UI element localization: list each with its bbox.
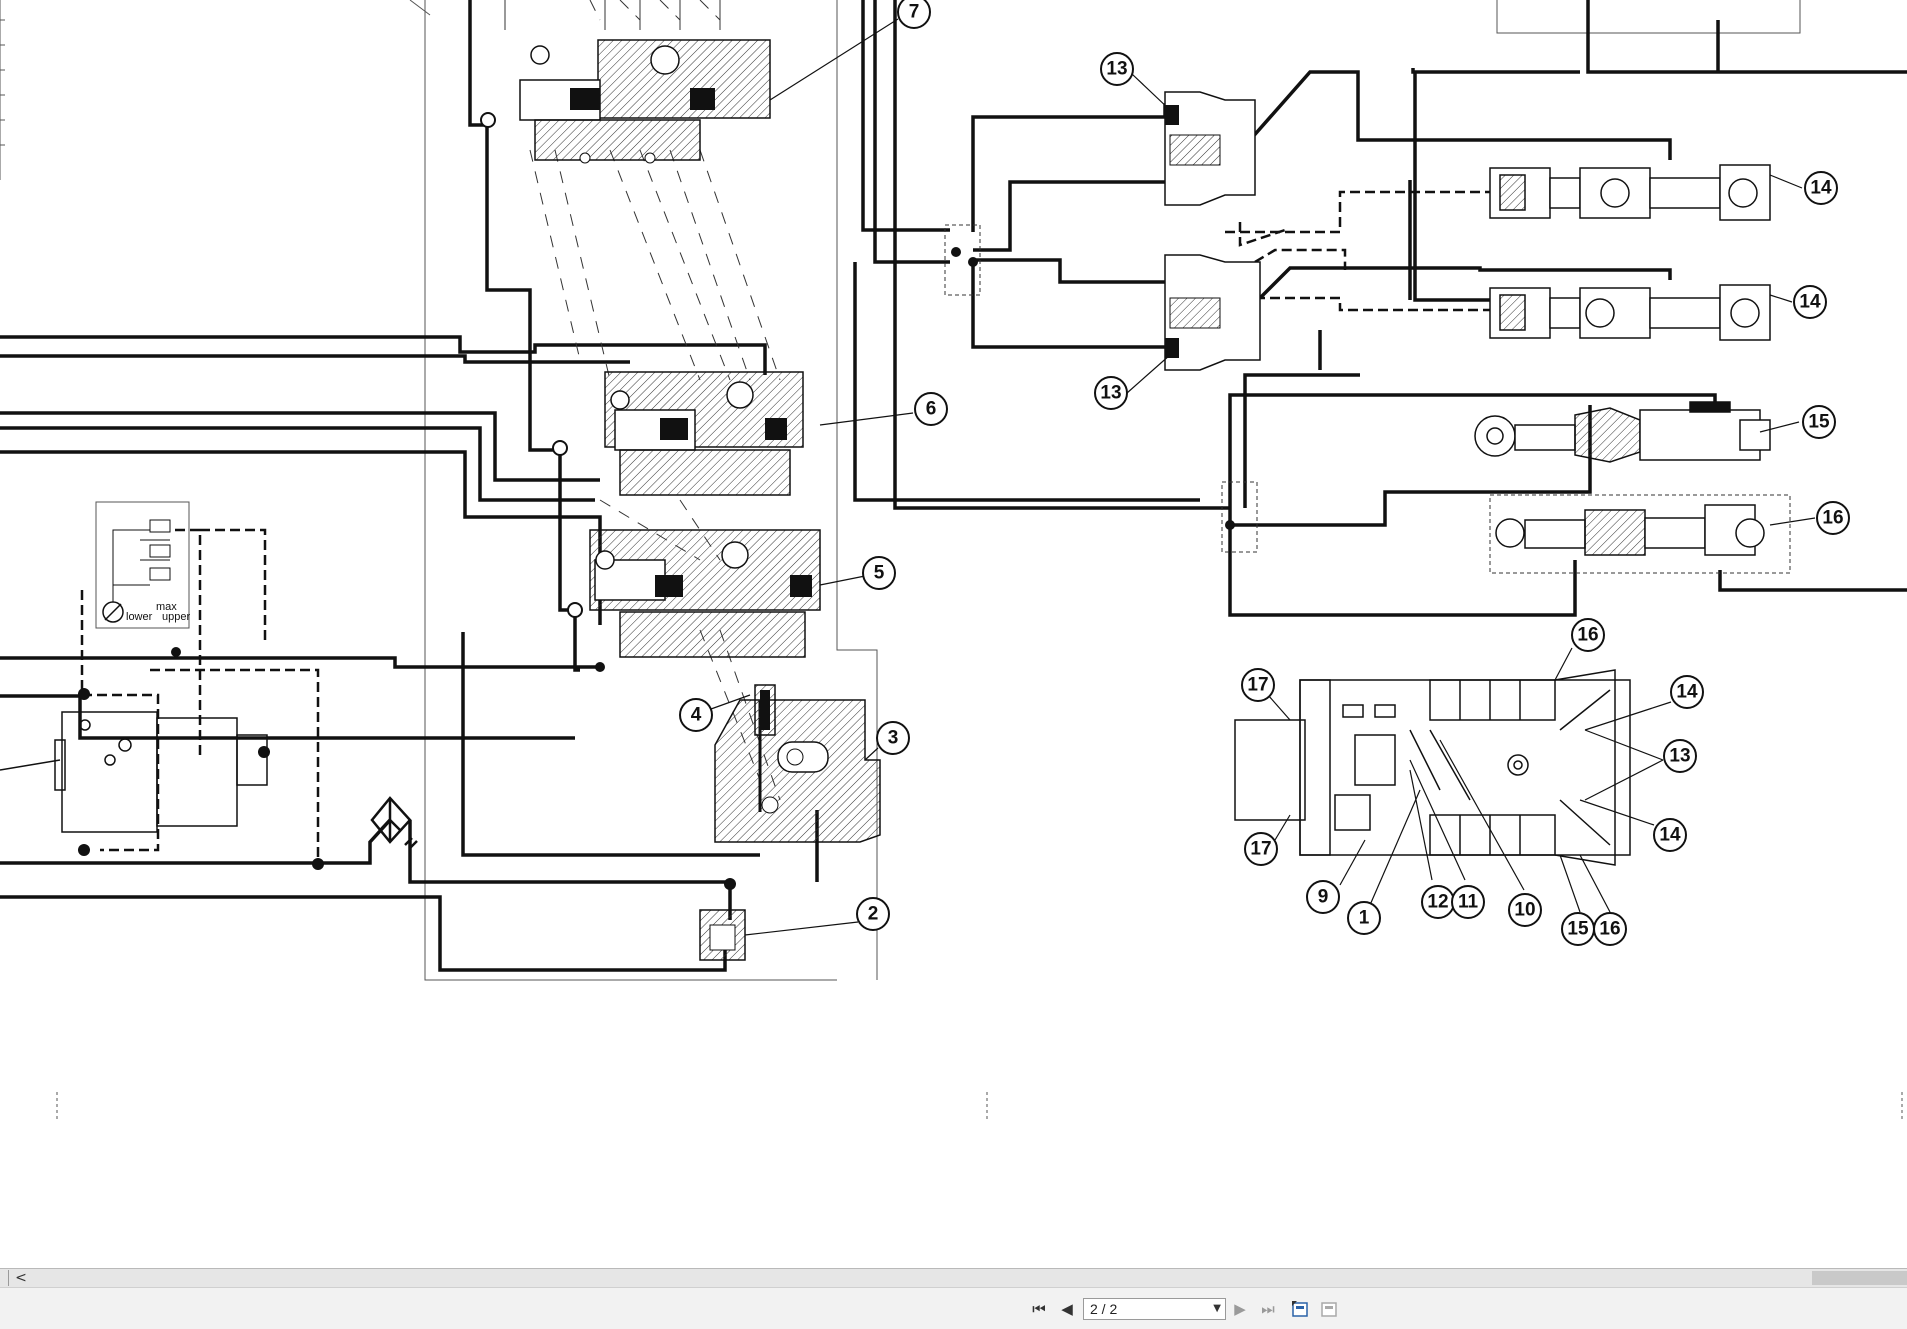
scroll-left-button[interactable]: < — [15, 1270, 27, 1286]
callout-6: 6 — [926, 399, 937, 420]
cylinder-15 — [1474, 401, 1771, 463]
horizontal-scrollbar[interactable]: < — [0, 1268, 1907, 1287]
motor-13-lower — [1164, 254, 1261, 371]
callout-4: 4 — [691, 705, 702, 726]
valve-6 — [604, 371, 804, 496]
first-page-icon[interactable]: ⏮ — [1032, 1300, 1046, 1318]
filter-2 — [699, 909, 746, 961]
page-indicator: 2 / 2 — [1090, 1301, 1118, 1317]
callout-17-lower: 17 — [1250, 839, 1271, 860]
callout-16: 16 — [1822, 508, 1843, 529]
cooler-symbol — [370, 796, 418, 849]
valve-7 — [519, 39, 771, 164]
callout-7: 7 — [909, 2, 920, 23]
valve-5 — [589, 529, 821, 658]
dozer-top-view — [1234, 669, 1631, 866]
scrollbar-edge — [0, 1270, 9, 1286]
callout-14-dozer-lower: 14 — [1659, 825, 1681, 846]
gauge-max-label: max — [156, 601, 177, 613]
page-select[interactable]: 2 / 2 ▼ — [1083, 1298, 1226, 1320]
last-page-icon[interactable]: ⏭ — [1261, 1300, 1275, 1318]
motor-13-upper — [1164, 91, 1256, 206]
cylinder-16 — [1495, 504, 1765, 556]
callout-9: 9 — [1318, 887, 1329, 908]
callout-10: 10 — [1514, 900, 1535, 921]
callout-17-upper: 17 — [1247, 675, 1268, 696]
callout-1: 1 — [1359, 908, 1370, 929]
callout-3: 3 — [888, 728, 899, 749]
cylinder-14-upper — [1489, 164, 1771, 221]
callout-5: 5 — [874, 563, 885, 584]
callout-14-dozer-upper: 14 — [1676, 682, 1698, 703]
callout-13-lower: 13 — [1100, 383, 1121, 404]
prev-page-icon[interactable]: ◀ — [1061, 1300, 1073, 1318]
pager-toolbar: ⏮ ◀ 2 / 2 ▼ ▶ ⏭ — [0, 1287, 1907, 1329]
callout-16-dozer-lower: 16 — [1599, 919, 1620, 940]
callout-14-lower: 14 — [1799, 292, 1821, 313]
callout-13-upper: 13 — [1106, 59, 1127, 80]
callout-12: 12 — [1427, 892, 1448, 913]
next-page-icon[interactable]: ▶ — [1234, 1300, 1246, 1318]
pump-3 — [714, 699, 881, 843]
gauge-lower-label: lower — [126, 611, 153, 623]
main-pump — [0, 711, 268, 833]
callout-15-dozer: 15 — [1567, 919, 1589, 940]
callout-11: 11 — [1458, 892, 1479, 913]
callout-15: 15 — [1808, 412, 1830, 433]
callout-2: 2 — [868, 904, 879, 925]
fit-width-icon[interactable] — [1319, 1300, 1339, 1318]
gauge-upper-label: upper — [162, 611, 190, 623]
document-viewport[interactable]: lower upper max — [0, 0, 1907, 1268]
callout-16-dozer: 16 — [1577, 625, 1598, 646]
scrollbar-thumb[interactable] — [1812, 1271, 1907, 1285]
callout-14-upper: 14 — [1810, 178, 1832, 199]
relief-valve-4 — [754, 684, 776, 736]
cylinder-14-lower — [1489, 284, 1771, 341]
fit-page-icon[interactable] — [1290, 1300, 1310, 1318]
callout-13-dozer: 13 — [1669, 746, 1690, 767]
chevron-down-icon: ▼ — [1213, 1303, 1221, 1314]
hydraulic-schematic: lower upper max — [0, 0, 1907, 1122]
gauge-panel: lower upper max — [102, 519, 190, 623]
